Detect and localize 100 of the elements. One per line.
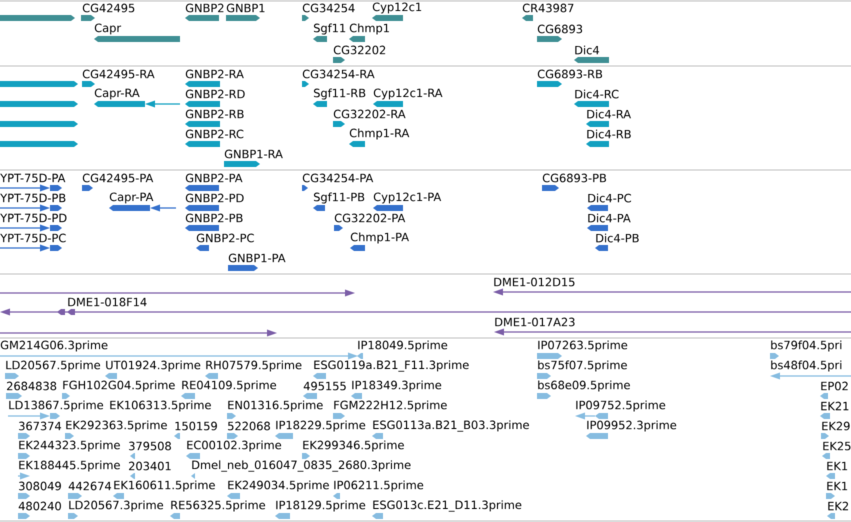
feature-label: IP18229.5prime	[276, 420, 366, 432]
feature-label: Capr-RA	[94, 88, 140, 100]
feature-label: Dic4-RA	[587, 110, 631, 118]
feature-label: CG34254-PA	[302, 174, 374, 182]
feature-label: CG32202-RA	[334, 110, 406, 118]
feature-label: bs68e09.5prime	[538, 380, 630, 392]
feature-label: EK21	[821, 402, 848, 410]
feature-label: IP07263.5prime	[538, 340, 628, 352]
feature-label: GNBP1	[226, 4, 264, 12]
feature-label: Capr	[94, 24, 122, 34]
feature-label: GNBP2-PC	[196, 234, 254, 242]
feature-label: CG34254-RA	[302, 70, 375, 78]
feature-label: Sgf11-RB	[314, 88, 366, 100]
feature-label: Chmp1	[350, 24, 389, 35]
feature-label: EP02	[821, 382, 848, 390]
feature-label: Dmel_neb_016047_0835_2680.3prime	[192, 460, 411, 472]
feature-label: YPT-75D-PA	[0, 174, 66, 182]
feature-label: IP18349.3prime	[352, 380, 442, 392]
feature-label: 442674	[68, 482, 112, 490]
feature-label: EK29	[822, 422, 850, 430]
feature-label: CG32202	[334, 46, 386, 54]
feature-label: Sgf11-PB	[314, 192, 364, 204]
feature-label: ESG0119a.B21_F11.3prime	[314, 360, 469, 372]
feature-label: GNBP2-RB	[186, 110, 244, 118]
feature-label: 522068	[228, 422, 270, 430]
feature-label: RE04109.5prime	[182, 380, 276, 392]
feature-label: RH07579.5prime	[206, 360, 302, 372]
feature-label: 495155	[304, 382, 346, 390]
feature-label: YPT-75D-PB	[0, 194, 66, 202]
feature-label: IP18129.5prime	[276, 500, 366, 512]
feature-label: LD20567.5prime	[6, 360, 100, 372]
feature-label: ESG0113a.B21_B03.3prime	[373, 420, 529, 432]
feature-label: EK299346.5prime	[303, 440, 404, 452]
feature-label: Sgf11	[314, 24, 346, 35]
feature-label: CG42495	[82, 4, 134, 12]
feature-label: EN01316.5prime	[228, 400, 323, 412]
feature-label: Dic4-PA	[588, 214, 631, 222]
feature-label: GNBP2	[186, 4, 224, 12]
feature-label: CG34254	[302, 4, 355, 12]
feature-label: Capr-PA	[110, 192, 154, 204]
feature-label: 308049	[19, 482, 61, 490]
feature-label: EK106313.5prime	[110, 400, 211, 412]
feature-label: 367374	[19, 422, 62, 430]
feature-label: EK249034.5prime	[228, 480, 329, 492]
feature-label: LD13867.5prime	[9, 400, 104, 412]
feature-label: Dic4	[575, 46, 600, 54]
feature-label: UT01924.3prime	[106, 360, 200, 372]
feature-label: bs79f04.5pri	[771, 340, 842, 352]
feature-label: GNBP1-RA	[224, 150, 283, 158]
feature-label: EK1	[827, 482, 848, 490]
feature-label: CG6893-RB	[538, 70, 602, 78]
feature-label: IP06211.5prime	[334, 480, 424, 492]
feature-label: 480240	[18, 502, 61, 510]
feature-label: EK1	[827, 462, 848, 470]
feature-label: CG42495-PA	[82, 174, 154, 182]
feature-label: FGM222H12.5prime	[334, 400, 447, 412]
feature-label: GNBP2-PA	[186, 174, 242, 182]
feature-label: FGH102G04.5prime	[63, 380, 175, 392]
feature-label: 379508	[129, 442, 171, 450]
feature-label: GNBP2-PD	[186, 194, 244, 202]
feature-label: GNBP1-PA	[228, 254, 286, 262]
feature-label: EK188445.5prime	[19, 460, 120, 472]
feature-label: DME1-017A23	[495, 318, 575, 326]
feature-label: YPT-75D-PC	[0, 234, 66, 242]
feature-label: EK160611.5prime	[114, 480, 215, 492]
feature-label: Chmp1-PA	[350, 232, 409, 244]
feature-label: IP09752.5prime	[576, 400, 666, 412]
feature-label: GM214G06.3prime	[0, 340, 108, 352]
feature-label: CG42495-RA	[82, 70, 155, 78]
feature-label: IP18049.5prime	[358, 340, 448, 352]
feature-label: Cyp12c1-PA	[374, 192, 442, 204]
feature-label: ESG013c.E21_D11.3prime	[373, 500, 522, 512]
feature-label: Dic4-RB	[587, 130, 631, 138]
feature-label: Dic4-PC	[588, 194, 631, 202]
feature-label: CG32202-PA	[334, 214, 406, 222]
feature-label: GNBP2-PB	[186, 214, 242, 222]
feature-label: Dic4-PB	[596, 234, 639, 242]
feature-label: DME1-012D15	[494, 278, 574, 286]
feature-label: GNBP2-RA	[186, 70, 244, 78]
feature-label: DME1-018F14	[68, 298, 147, 306]
feature-label: GNBP2-RD	[186, 90, 245, 98]
feature-label: CG6893-PB	[542, 174, 606, 182]
feature-label: bs48f04.5pri	[771, 360, 842, 372]
feature-label: EK25	[823, 442, 850, 450]
feature-label: 2684838	[7, 382, 56, 390]
feature-label: EK292363.5prime	[66, 420, 167, 432]
feature-label: bs75f07.5prime	[538, 360, 627, 372]
feature-label: Cyp12c1	[372, 2, 422, 14]
feature-label: Dic4-RC	[575, 90, 618, 98]
feature-label: YPT-75D-PD	[0, 214, 66, 222]
feature-label: LD20567.3prime	[69, 500, 164, 512]
feature-label: EK244323.5prime	[19, 440, 120, 452]
feature-label: EK2	[828, 502, 848, 510]
feature-label: 203401	[129, 462, 171, 470]
feature-label: CR43987	[522, 4, 574, 12]
feature-label: GNBP2-RC	[186, 130, 244, 138]
feature-label: 150159	[175, 422, 217, 430]
feature-label: CG6893	[538, 24, 582, 34]
feature-label: IP09952.3prime	[587, 420, 676, 432]
feature-label: Chmp1-RA	[350, 128, 410, 140]
